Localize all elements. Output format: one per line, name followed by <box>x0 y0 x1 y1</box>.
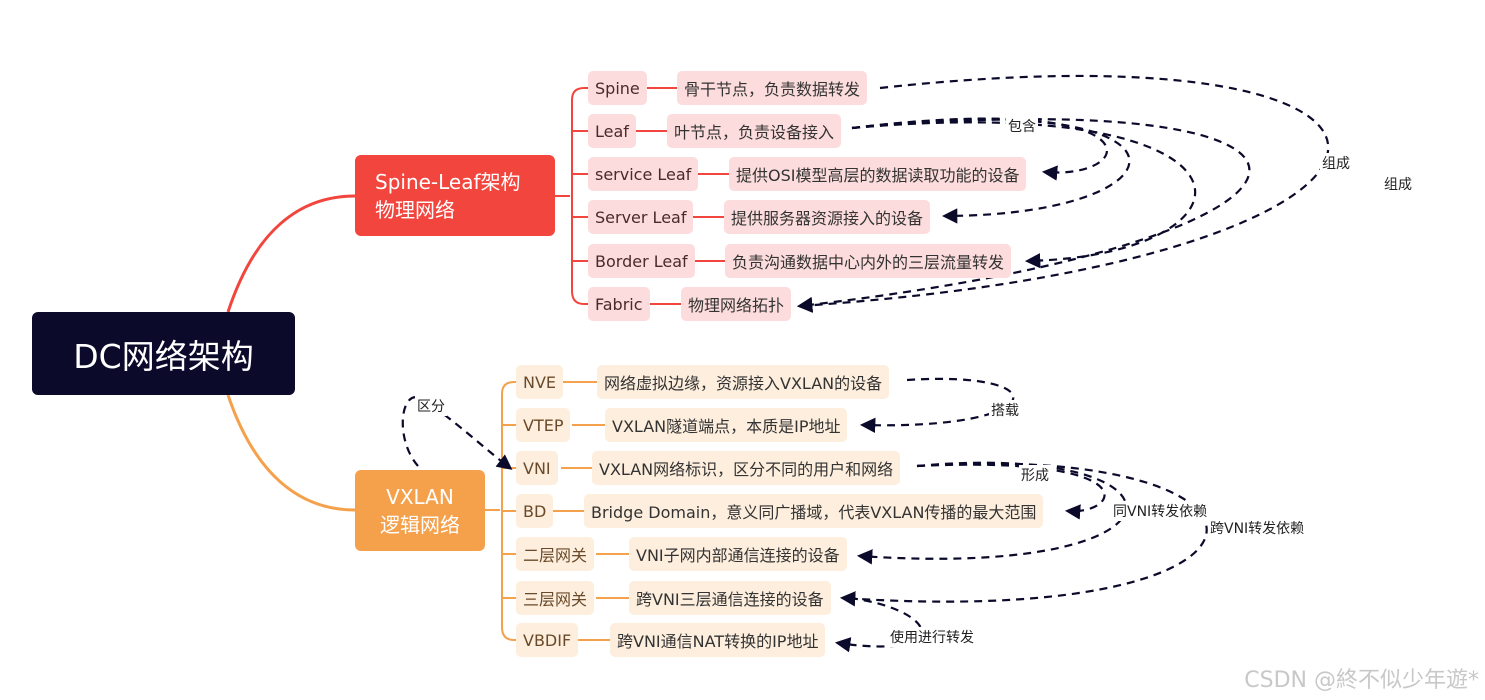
desc-spine[interactable]: 骨干节点，负责数据转发 <box>677 71 868 105</box>
branch-spine-leaf[interactable]: Spine-Leaf架构 物理网络 <box>355 155 555 236</box>
connector-root-spineleaf <box>226 194 356 313</box>
relation-distinguish <box>401 396 513 470</box>
desc-vni[interactable]: VXLAN网络标识，区分不同的用户和网络 <box>592 451 901 485</box>
relation-label-compose-1: 组成 <box>1320 153 1352 173</box>
relation-contains-3 <box>851 121 1197 269</box>
term-label: VBDIF <box>523 630 572 650</box>
term-label: Spine <box>595 78 640 98</box>
term-fabric[interactable]: Fabric <box>588 287 650 321</box>
desc-bd[interactable]: Bridge Domain，意义同广播域，代表VXLAN传播的最大范围 <box>584 494 1044 528</box>
connector-red-items <box>572 87 729 305</box>
connector-root-vxlan <box>226 394 356 512</box>
desc-label: 跨VNI通信NAT转换的IP地址 <box>617 632 819 651</box>
desc-service-leaf[interactable]: 提供OSI模型高层的数据读取功能的设备 <box>729 157 1027 191</box>
desc-fabric[interactable]: 物理网络拓扑 <box>681 287 792 321</box>
term-spine[interactable]: Spine <box>588 71 647 105</box>
branch-label-line2: 物理网络 <box>375 197 455 222</box>
term-l2-gateway[interactable]: 二层网关 <box>516 537 595 571</box>
term-label: Leaf <box>595 121 629 141</box>
desc-nve[interactable]: 网络虚拟边缘，资源接入VXLAN的设备 <box>597 365 890 399</box>
term-bd[interactable]: BD <box>516 494 554 528</box>
term-label: 二层网关 <box>523 546 588 565</box>
branch-vxlan[interactable]: VXLAN 逻辑网络 <box>355 470 485 551</box>
term-label: Server Leaf <box>595 207 687 227</box>
relation-cross-vni <box>839 462 1208 607</box>
relation-label-contains: 包含 <box>1006 116 1038 136</box>
term-nve[interactable]: NVE <box>516 365 564 399</box>
desc-label: 跨VNI三层通信连接的设备 <box>636 590 824 609</box>
branch-label-line2: 逻辑网络 <box>380 512 460 537</box>
desc-label: 负责沟通数据中心内外的三层流量转发 <box>732 253 1005 272</box>
desc-label: 叶节点，负责设备接入 <box>674 123 835 142</box>
relation-use-forward <box>834 596 923 653</box>
term-label: BD <box>523 501 547 521</box>
desc-label: Bridge Domain，意义同广播域，代表VXLAN传播的最大范围 <box>591 503 1037 522</box>
relation-label-cross-vni: 跨VNI转发依赖 <box>1208 518 1307 538</box>
desc-border-leaf[interactable]: 负责沟通数据中心内外的三层流量转发 <box>725 244 1012 278</box>
desc-label: 网络虚拟边缘，资源接入VXLAN的设备 <box>604 374 883 393</box>
relation-label-same-vni: 同VNI转发依赖 <box>1111 501 1210 521</box>
term-service-leaf[interactable]: service Leaf <box>588 157 699 191</box>
term-label: Border Leaf <box>595 251 688 271</box>
watermark: CSDN @終不似少年遊* <box>1244 668 1479 693</box>
term-server-leaf[interactable]: Server Leaf <box>588 200 694 234</box>
term-label: service Leaf <box>595 164 692 184</box>
term-vtep[interactable]: VTEP <box>516 408 571 442</box>
desc-label: VXLAN网络标识，区分不同的用户和网络 <box>599 460 894 479</box>
relation-label-use-forward: 使用进行转发 <box>888 627 976 647</box>
term-label: Fabric <box>595 294 643 314</box>
branch-label-line1: VXLAN <box>386 484 454 509</box>
desc-server-leaf[interactable]: 提供服务器资源接入的设备 <box>724 200 931 234</box>
branch-label-line1: Spine-Leaf架构 <box>375 169 521 194</box>
term-leaf[interactable]: Leaf <box>588 114 636 148</box>
term-label: VNI <box>523 458 551 478</box>
desc-label: VXLAN隧道端点，本质是IP地址 <box>612 417 841 436</box>
relation-label-carry: 搭载 <box>989 400 1021 420</box>
desc-l2-gateway[interactable]: VNI子网内部通信连接的设备 <box>629 537 847 571</box>
term-border-leaf[interactable]: Border Leaf <box>588 244 695 278</box>
term-label: VTEP <box>523 415 564 435</box>
connector-red-trunk <box>555 87 588 305</box>
connector-orange-items <box>502 381 629 641</box>
desc-label: 骨干节点，负责数据转发 <box>684 80 861 99</box>
term-label: 三层网关 <box>523 590 588 609</box>
relation-form <box>916 463 1106 520</box>
desc-label: 提供服务器资源接入的设备 <box>731 209 924 228</box>
root-label: DC网络架构 <box>73 336 254 376</box>
desc-label: 提供OSI模型高层的数据读取功能的设备 <box>736 166 1020 185</box>
desc-label: VNI子网内部通信连接的设备 <box>636 546 840 565</box>
desc-l3-gateway[interactable]: 跨VNI三层通信连接的设备 <box>629 581 831 615</box>
relation-label-distinguish: 区分 <box>415 396 447 416</box>
term-label: NVE <box>523 372 557 392</box>
desc-leaf[interactable]: 叶节点，负责设备接入 <box>667 114 842 148</box>
relation-label-compose-2: 组成 <box>1382 174 1414 194</box>
relation-compose-1 <box>796 118 1251 313</box>
root-node[interactable]: DC网络架构 <box>32 312 295 395</box>
term-l3-gateway[interactable]: 三层网关 <box>516 581 595 615</box>
term-vni[interactable]: VNI <box>516 451 558 485</box>
desc-label: 物理网络拓扑 <box>688 296 785 315</box>
desc-vtep[interactable]: VXLAN隧道端点，本质是IP地址 <box>605 408 848 442</box>
connector-orange-trunk <box>485 381 516 641</box>
relation-label-form: 形成 <box>1019 465 1051 485</box>
desc-vbdif[interactable]: 跨VNI通信NAT转换的IP地址 <box>610 623 826 657</box>
term-vbdif[interactable]: VBDIF <box>516 623 579 657</box>
